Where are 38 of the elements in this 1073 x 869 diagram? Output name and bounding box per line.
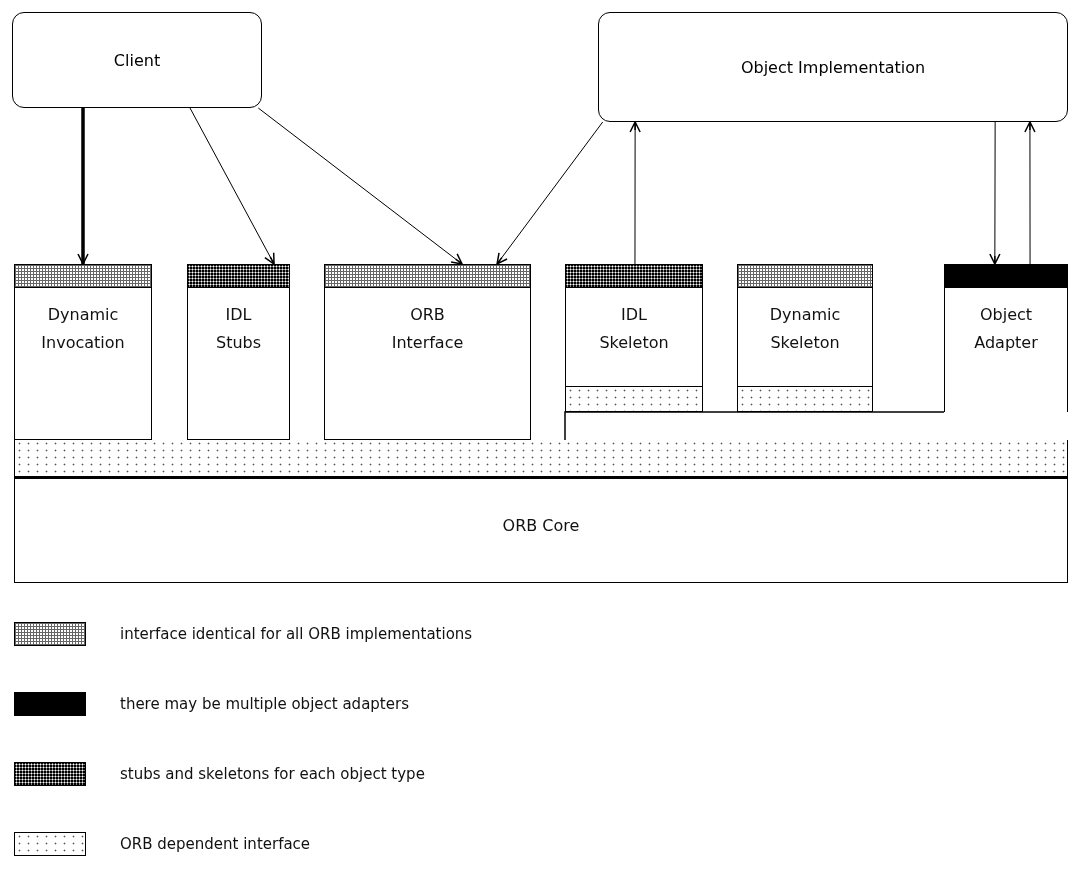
hatched-band [325,265,530,288]
arrow [629,121,641,265]
component-label: ORB Interface [390,304,465,354]
legend-label: stubs and skeletons for each object type [120,765,425,783]
legend-label: interface identical for all ORB implementations [120,625,473,643]
hatched-band [738,265,872,288]
dotted-band [566,386,702,411]
component-label: IDL Skeleton [598,304,670,354]
component-label: ORB Core [501,515,581,537]
component-box [944,264,1068,412]
dotted-band [15,440,1067,479]
arrow [257,107,463,265]
hatched-band [15,265,151,288]
component-box [565,264,703,412]
component-box [187,264,290,440]
component-label: Dynamic Invocation [40,304,126,354]
component-box [14,264,152,440]
dotted-band [738,386,872,411]
arrow [189,107,275,265]
arrow [496,121,604,265]
client-box [12,12,262,108]
arrow [989,121,1001,265]
orb-core-box [14,440,1068,583]
component-box [324,264,531,440]
component-label: Object Adapter [973,304,1039,354]
legend-label: ORB dependent interface [120,835,311,853]
object-implementation-box [598,12,1068,122]
arrow [77,108,89,265]
dark-hatched-band [188,265,289,288]
component-label: IDL Stubs [214,304,263,354]
component-label: Dynamic Skeleton [768,304,842,354]
solid-bar [945,265,1067,288]
component-label: Client [113,50,161,70]
dark-hatched-band [566,265,702,288]
arrow [1024,121,1036,265]
component-label: Object Implementation [740,57,926,77]
component-box [737,264,873,412]
legend-label: there may be multiple object adapters [120,695,409,713]
